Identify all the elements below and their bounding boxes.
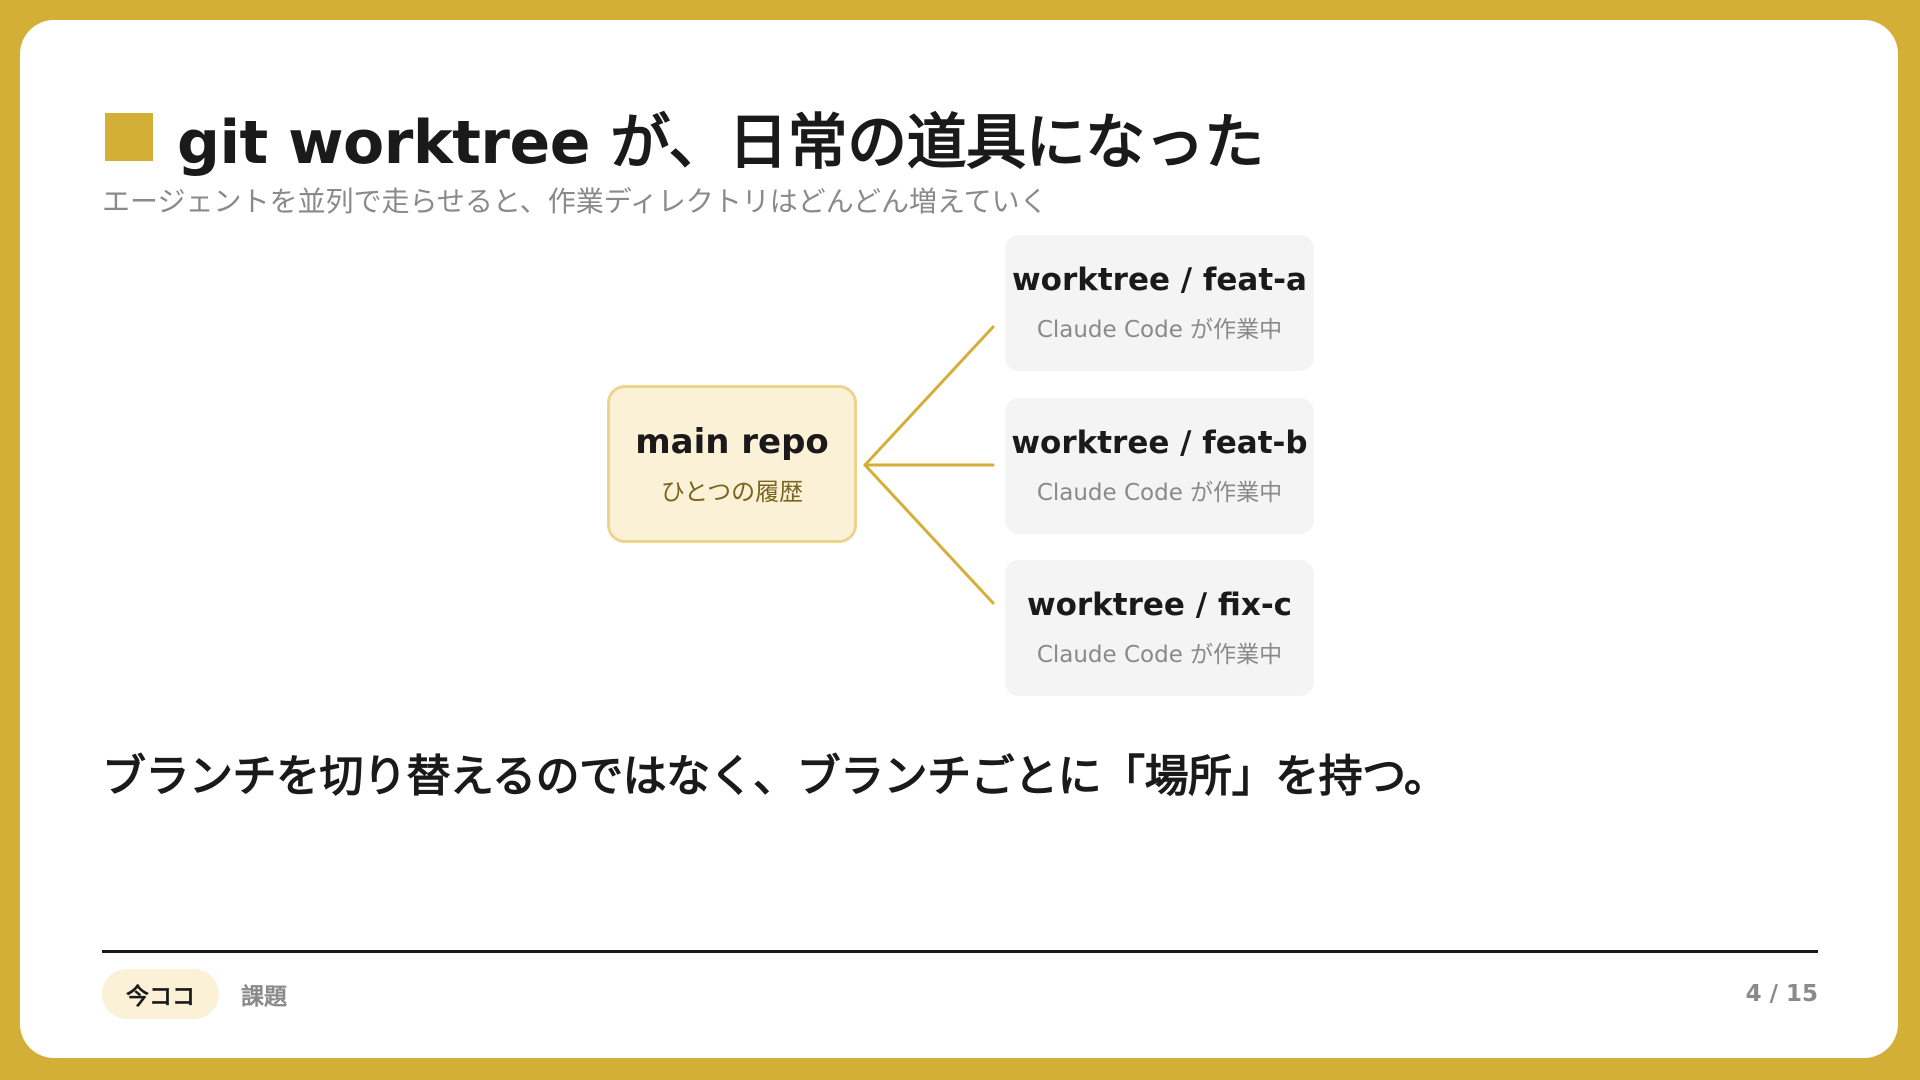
footer-divider	[102, 950, 1818, 953]
worktree-node-feat-b: worktree / feat-b Claude Code が作業中	[1005, 398, 1314, 534]
slide-title: git worktree が、日常の道具になった	[177, 107, 1264, 178]
worktree-node-fix-c: worktree / fix-c Claude Code が作業中	[1005, 560, 1314, 696]
main-repo-label: main repo	[635, 421, 829, 462]
worktree-node-feat-a: worktree / feat-a Claude Code が作業中	[1005, 235, 1314, 371]
worktree-label: worktree / feat-a	[1012, 262, 1307, 298]
page-number: 4 / 15	[1745, 981, 1818, 1007]
connector-lines	[863, 325, 995, 605]
slide-footer: 今ココ 課題 4 / 15	[102, 968, 1818, 1020]
section-label: 課題	[241, 984, 287, 1010]
key-statement: ブランチを切り替えるのではなく、ブランチごとに「場所」を持つ。	[102, 751, 1448, 802]
connector-feat-a	[863, 325, 995, 467]
worktree-sublabel: Claude Code が作業中	[1036, 642, 1283, 668]
title-row: git worktree が、日常の道具になった	[105, 92, 1264, 182]
main-repo-node: main repo ひとつの履歴	[607, 385, 857, 543]
worktree-sublabel: Claude Code が作業中	[1036, 480, 1283, 506]
worktree-label: worktree / feat-b	[1011, 425, 1308, 461]
slide: git worktree が、日常の道具になった エージェントを並列で走らせると…	[20, 20, 1898, 1058]
main-repo-sublabel: ひとつの履歴	[660, 477, 804, 506]
worktree-sublabel: Claude Code が作業中	[1036, 317, 1283, 343]
title-marker	[105, 113, 153, 161]
connector-fix-c	[863, 463, 995, 605]
slide-subtitle: エージェントを並列で走らせると、作業ディレクトリはどんどん増えていく	[102, 185, 1048, 218]
worktree-diagram: main repo ひとつの履歴 worktree / feat-a Claud…	[20, 20, 1898, 740]
worktree-label: worktree / fix-c	[1026, 587, 1293, 623]
current-section-pill: 今ココ	[102, 969, 219, 1019]
